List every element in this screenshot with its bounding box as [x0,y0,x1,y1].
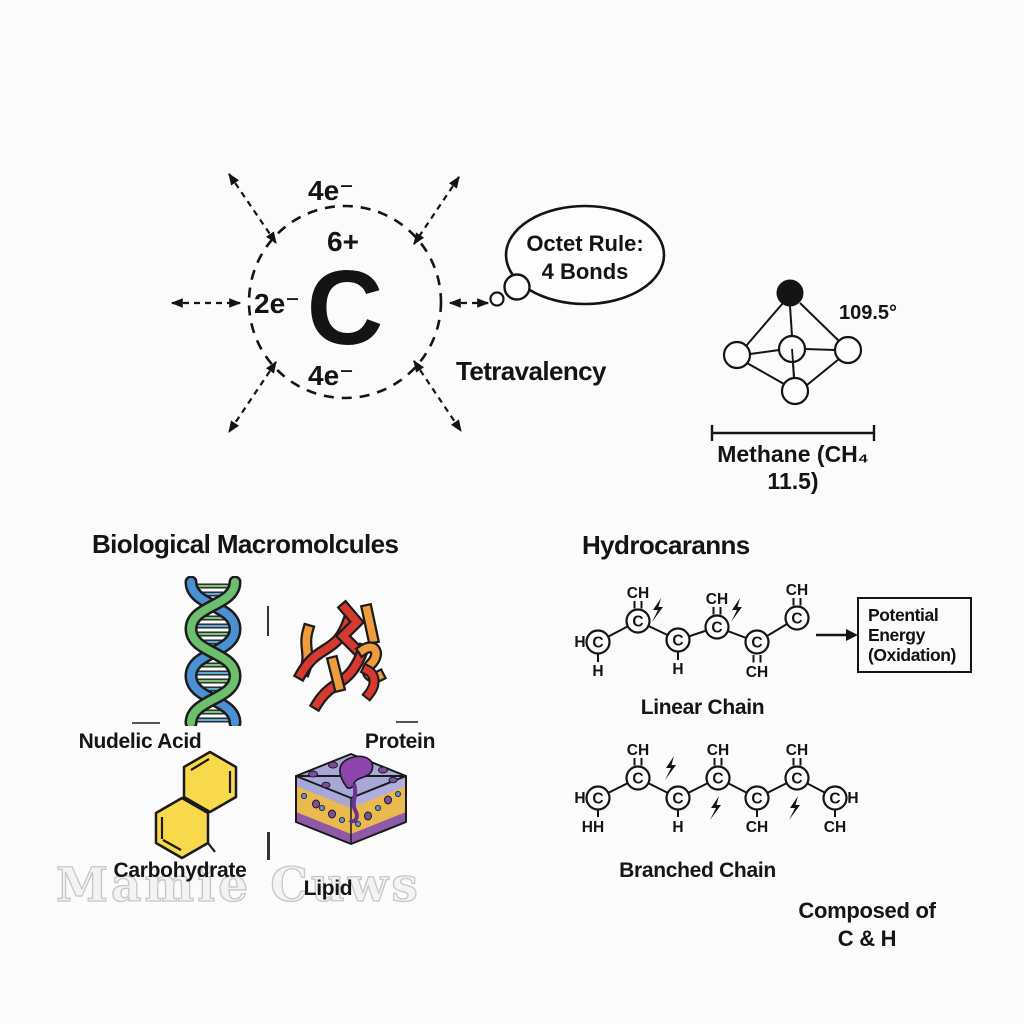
divider-carb-lipid [267,832,270,860]
svg-text:H: H [574,634,585,651]
svg-text:C: C [672,791,683,808]
composed-line1: Composed of [798,898,936,923]
svg-text:C: C [712,771,723,788]
hydro-section-heading: Hydrocaranns [582,530,750,560]
carbon-symbol: C [307,249,384,367]
svg-text:H: H [672,661,683,678]
double-bond-lines [160,758,232,853]
svg-text:C: C [829,791,840,808]
membrane-protein-tail [348,783,359,824]
svg-text:C: C [711,620,722,637]
svg-text:C: C [672,633,683,650]
svg-text:C: C [791,611,802,628]
methane-tetrahedron: 109.5° Methane (CH₄ 11.5) [710,279,897,494]
carbohydrate-label: Carbohydrate [113,859,247,882]
svg-text:HH: HH [582,819,604,836]
svg-text:H: H [847,790,858,807]
linear-chain-atoms [585,605,810,655]
watermark-text: Mamie Cuws [55,857,421,913]
svg-text:C: C [632,771,643,788]
branched-chain-label: Branched Chain [619,859,776,882]
carbon-atom-diagram: 4e⁻ 6+ C 2e⁻ 4e⁻ [170,173,490,433]
nucleic-acid-label: Nudelic Acid [78,730,202,753]
linear-chain-structure: C C C C C C H H CH H CH CH CH [574,582,810,681]
composed-line2: C & H [837,925,897,951]
svg-text:CH: CH [824,819,846,836]
potential-energy-box: Potential Energy (Oxidation) [857,597,972,674]
svg-text:CH: CH [706,591,728,608]
electron-sharing-arrows-icon [170,173,490,433]
branched-chain-atoms [585,765,848,811]
branched-chain-labels: C C C C C C C H HH CH H CH CH CH H CH [574,742,858,836]
energy-line1: Potential [868,605,939,625]
lipid-membrane-icon [295,753,407,845]
protein-ribbon-icon [292,599,388,713]
membrane-head-dots [308,761,398,821]
bubble-tail-circle-large [503,273,531,301]
octet-rule-thought-bubble: Octet Rule: 4 Bonds [489,204,666,307]
svg-text:C: C [751,791,762,808]
electrons-left-label: 2e⁻ [254,288,300,319]
energy-line2: Energy [868,625,925,646]
methane-hydrogen-left [722,340,752,370]
svg-text:C: C [791,771,802,788]
energy-bolt-icons [652,598,742,622]
linear-chain-labels: C C C C C C H H CH H CH CH CH [574,582,808,681]
svg-text:H: H [574,790,585,807]
protein-label: Protein [364,730,436,753]
svg-text:CH: CH [746,819,768,836]
carbohydrate-rings-icon [154,750,238,860]
branched-double-bonds [633,758,802,766]
svg-text:CH: CH [707,742,729,759]
methane-name-line1: Methane (CH₄ [717,441,869,467]
svg-text:CH: CH [627,742,649,759]
nucleus-charge-label: 6+ [327,226,359,257]
octet-rule-line2: 4 Bonds [542,259,629,284]
branched-chain-structure: C C C C C C C H HH CH H CH CH CH H CH [574,742,858,836]
membrane-tail-dots [300,791,402,828]
dna-green-strand [186,578,240,726]
bubble-tail-circle-small [489,291,505,307]
tick-protein [396,721,418,723]
octet-rule-line1: Octet Rule: [526,231,643,256]
svg-text:CH: CH [786,742,808,759]
composed-of-note: Composed of C & H [782,897,952,952]
tetravalency-label: Tetravalency [456,356,606,386]
svg-text:CH: CH [786,582,808,599]
measure-bracket [710,425,876,441]
methane-hydrogen-right [833,335,863,365]
divider-dna-protein [267,606,269,636]
svg-text:CH: CH [627,585,649,602]
svg-text:C: C [751,635,762,652]
electrons-top-label: 4e⁻ [308,175,354,206]
svg-text:CH: CH [746,664,768,681]
bond-angle-label: 109.5° [839,302,897,324]
energy-line3: (Oxidation) [868,645,956,666]
bio-section-heading: Biological Macromolcules [92,529,399,559]
linear-chain-label: Linear Chain [640,696,765,719]
dna-double-helix-icon [184,576,242,726]
energy-bolt-icons [665,756,800,820]
svg-text:C: C [632,614,643,631]
linear-double-bonds [633,598,802,663]
methane-name-line2: 11.5) [767,468,818,494]
electron-shell-circle [247,204,443,400]
methane-carbon-atom [776,279,804,307]
lipid-label: Lipid [303,877,353,900]
svg-text:C: C [592,635,603,652]
svg-text:H: H [672,819,683,836]
tick-nucleic [132,722,160,724]
svg-text:C: C [592,791,603,808]
methane-hydrogen-bottom [780,376,810,406]
energy-arrow-icon [816,629,858,641]
svg-text:H: H [592,663,603,680]
electrons-bottom-label: 4e⁻ [308,360,354,391]
